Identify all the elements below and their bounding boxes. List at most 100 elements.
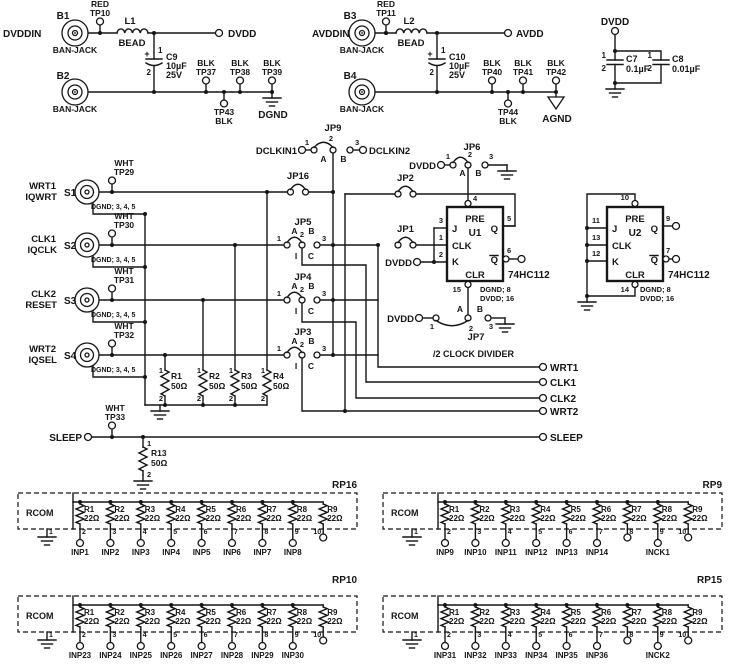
pack-output-terminal	[197, 641, 206, 651]
pin-label: K	[452, 257, 459, 268]
junction-dot	[331, 190, 335, 194]
capacitor-icon	[145, 62, 163, 67]
resistor	[439, 503, 451, 525]
jack-center	[84, 189, 90, 195]
pack-output-terminal	[227, 641, 237, 651]
pack-output-terminal	[532, 538, 541, 548]
junction-dot	[230, 603, 234, 607]
component-ref: R4	[540, 505, 551, 514]
part-number: 74HC112	[668, 270, 710, 281]
jumper-arc	[286, 346, 303, 354]
junction-dot	[110, 353, 114, 357]
label: 1	[277, 289, 281, 298]
junction-dot	[585, 226, 589, 230]
jumper-arc	[397, 236, 414, 244]
net-label: SLEEP	[550, 433, 583, 444]
label: BEAD	[119, 38, 146, 49]
junction-dot	[503, 603, 508, 607]
tp-name-label: TP32	[114, 330, 135, 340]
testpoint-terminal	[107, 229, 117, 238]
pin-number: 10	[313, 632, 321, 639]
resistor	[226, 503, 238, 525]
pack-output-label: INP12	[525, 548, 548, 557]
label: 0.1µF	[626, 64, 650, 74]
pin-number: 4	[508, 529, 512, 536]
junction-dot	[138, 603, 143, 607]
label: BAN-JACK	[340, 104, 385, 114]
net-label: IQCLK	[27, 245, 57, 256]
junction-dot	[473, 603, 478, 607]
wire	[586, 287, 636, 297]
tp-name-label: TP39	[262, 67, 283, 77]
net-label: WRT1	[29, 181, 57, 192]
pack-output-terminal	[227, 538, 237, 548]
label: 2	[300, 230, 304, 239]
component-ref: R6	[236, 608, 247, 617]
label: 22Ω	[479, 617, 495, 626]
label: B	[477, 304, 483, 314]
resistor	[195, 503, 208, 525]
tp-name-label: TP29	[114, 167, 135, 177]
analog-ground-icon	[546, 96, 566, 111]
jumper-arc	[435, 319, 469, 327]
pin-number: 4	[508, 632, 512, 639]
pack-output-terminal	[258, 641, 267, 651]
net-label: WRT1	[550, 363, 579, 374]
pin-number: 10	[678, 529, 686, 536]
tp-name-label: TP44	[498, 107, 519, 117]
qbar-terminal	[671, 254, 681, 264]
pin-note: DGND; 3, 4, 5	[91, 204, 135, 211]
component-ref: R7	[266, 505, 277, 514]
pack-output-label: INP10	[464, 548, 487, 557]
junction-dot	[384, 31, 388, 35]
junction-dot	[260, 500, 265, 504]
label: 22Ω	[449, 514, 465, 523]
label: 22Ω	[662, 514, 678, 523]
wire	[377, 244, 541, 368]
label: 22Ω	[692, 617, 708, 626]
pack-output-label: INP31	[434, 651, 457, 660]
component-ref: R9	[327, 505, 338, 514]
tp-color-label: BLK	[197, 58, 215, 68]
label: C	[308, 306, 314, 316]
tp-color-label: BLK	[231, 58, 249, 68]
jumper-arc	[452, 156, 469, 164]
component-ref: R2	[479, 608, 490, 617]
junction-dot	[233, 243, 237, 247]
label: 3	[322, 234, 326, 243]
component-ref: B1	[57, 11, 70, 22]
label: 1	[441, 46, 446, 55]
label: 22Ω	[601, 617, 617, 626]
jumper-pin	[346, 146, 354, 154]
pack-output-label: INP23	[69, 651, 92, 660]
jack-center-dot	[361, 32, 363, 34]
label: 2	[300, 340, 304, 349]
pin-number: 10	[678, 632, 686, 639]
net-label: AVDDIN	[312, 29, 350, 40]
junction-dot	[613, 49, 617, 53]
junction-dot	[270, 90, 274, 94]
label: 50Ω	[209, 381, 225, 391]
junction-dot	[143, 265, 147, 269]
label: 22Ω	[327, 617, 343, 626]
label: 22Ω	[510, 514, 526, 523]
label: 0.01µF	[672, 64, 701, 74]
jack-center	[84, 297, 90, 303]
label: 2	[197, 394, 201, 403]
resistor	[682, 606, 695, 628]
pack-output-terminal	[653, 538, 662, 548]
pack-output-terminal	[319, 533, 328, 542]
testpoint-terminal	[95, 17, 105, 26]
label: A	[320, 154, 326, 164]
pack-output-label: INP36	[586, 651, 609, 660]
label: 2	[159, 394, 163, 403]
resistor	[104, 503, 117, 525]
label: 1	[648, 51, 653, 60]
pin-number: 2	[447, 632, 451, 639]
junction-dot	[110, 243, 114, 247]
pin-number: 3	[112, 529, 116, 536]
label: A	[291, 336, 297, 346]
pin-number: 6	[569, 529, 573, 536]
label: 2	[648, 64, 653, 73]
junction-dot	[490, 90, 494, 94]
